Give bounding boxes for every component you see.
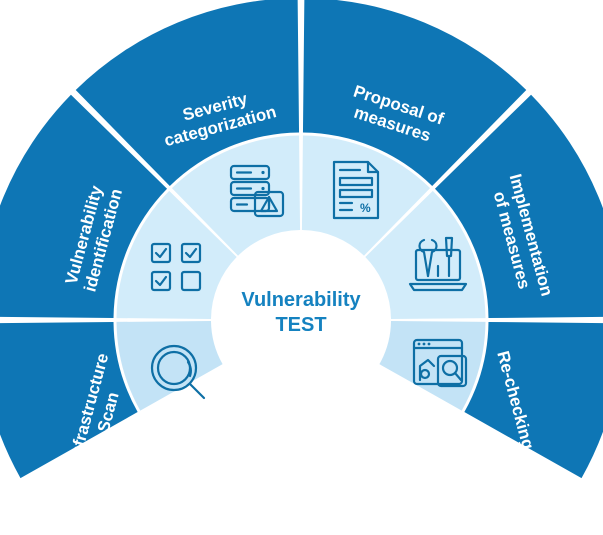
server-warning-icon bbox=[229, 164, 285, 218]
segment-icons: % bbox=[150, 160, 468, 400]
center-title-line2: TEST bbox=[275, 314, 326, 336]
percent-glyph: % bbox=[360, 201, 371, 215]
magnifier-icon bbox=[150, 344, 206, 400]
outer-ring bbox=[0, 0, 603, 479]
outer-segment-vulnerability-identification bbox=[0, 94, 168, 319]
center-title-line1: Vulnerability bbox=[241, 289, 361, 311]
browser-search-icon bbox=[412, 338, 468, 388]
outer-segment-infrastructure-scan bbox=[0, 321, 138, 479]
inner-segment-infrastructure-scan bbox=[116, 320, 223, 411]
tools-laptop-icon bbox=[408, 236, 468, 292]
center-hub: Vulnerability TEST bbox=[241, 289, 361, 336]
inner-segment-vulnerability-identification bbox=[116, 190, 237, 320]
outer-segment-implementation-of-measures bbox=[434, 94, 603, 319]
checklist-grid-icon bbox=[150, 242, 202, 292]
outer-segment-proposal-of-measures bbox=[302, 0, 527, 187]
outer-segment-re-checking bbox=[464, 321, 603, 479]
document-percent-icon: % bbox=[332, 160, 380, 220]
outer-segment-severity-categorization bbox=[75, 0, 300, 187]
